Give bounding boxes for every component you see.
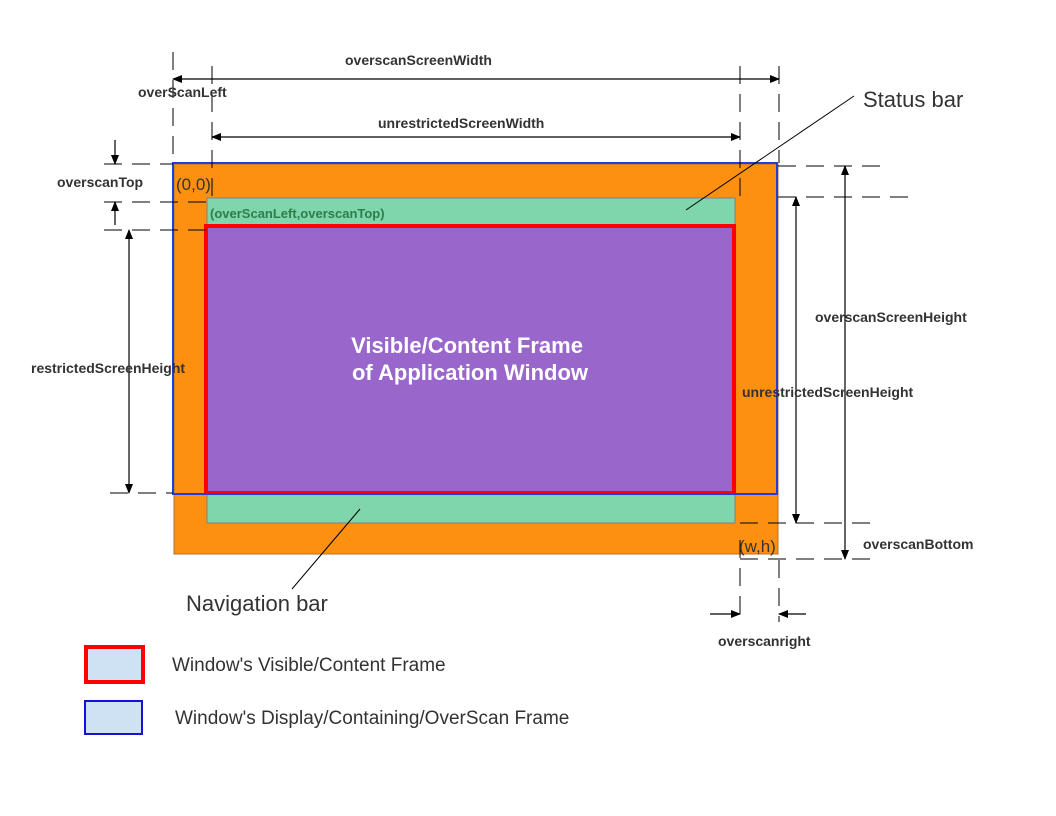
status-bar-callout: Status bar: [863, 87, 963, 112]
restricted-screen-height-label: restrictedScreenHeight: [31, 360, 185, 376]
overscan-right-label: overscanright: [718, 633, 811, 649]
unrestricted-screen-height-label: unrestrictedScreenHeight: [742, 384, 913, 400]
origin-coordinate: (0,0): [176, 175, 211, 194]
content-title-line1: Visible/Content Frame: [351, 333, 583, 358]
visible-content-frame: [204, 224, 736, 495]
display-frame: [172, 162, 778, 495]
status-bar-callout-line: [685, 95, 855, 211]
overscan-left-label: overScanLeft: [138, 84, 227, 100]
status-bar: [206, 197, 736, 227]
content-title-line2: of Application Window: [352, 360, 589, 385]
overscan-bottom-label: overscanBottom: [863, 536, 973, 552]
overscan-screen-height-label: overscanScreenHeight: [815, 309, 967, 325]
end-coordinate: (w,h): [739, 537, 776, 556]
navigation-bar: [206, 493, 736, 524]
navigation-bar-callout-line: [291, 508, 361, 590]
overscan-top-label: overscanTop: [57, 174, 143, 190]
legend-label-visible-frame: Window's Visible/Content Frame: [172, 655, 446, 676]
legend: Window's Visible/Content Frame Window's …: [84, 645, 569, 735]
overscan-screen-width-label: overscanScreenWidth: [345, 52, 492, 68]
legend-swatch-visible-frame: [84, 645, 145, 684]
legend-swatch-display-frame: [84, 700, 143, 735]
legend-label-display-frame: Window's Display/Containing/OverScan Fra…: [175, 708, 569, 729]
overscan-origin-coordinate: (overScanLeft,overscanTop): [210, 206, 385, 221]
unrestricted-screen-width-label: unrestrictedScreenWidth: [378, 115, 544, 131]
navigation-bar-callout: Navigation bar: [186, 591, 328, 616]
